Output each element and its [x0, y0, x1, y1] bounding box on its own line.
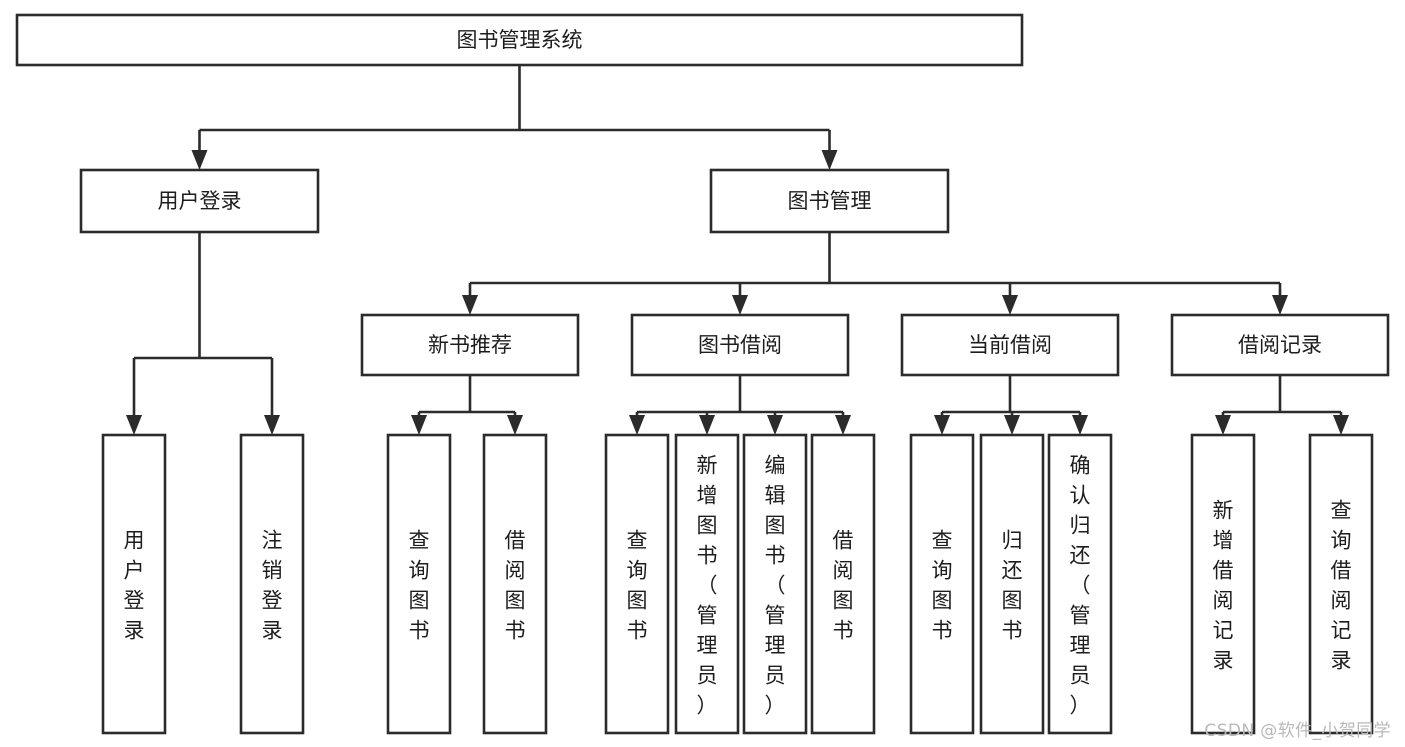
- node-leaf-user-login[interactable]: 用户登录: [101, 433, 167, 735]
- arrow-head-icon: [1215, 415, 1231, 435]
- node-leaf-add-book-admin[interactable]: 新增图书（管理员）: [674, 433, 740, 735]
- node-leaf-borrow-book[interactable]: 借阅图书: [810, 433, 876, 735]
- arrow-head-icon: [1272, 295, 1288, 315]
- node-leaf-logout-login[interactable]: 注销登录: [239, 433, 305, 735]
- node-box-leaf-borrow-book: [810, 433, 876, 735]
- node-box-leaf-query-book-recommend: [386, 433, 452, 735]
- node-box-leaf-add-borrow-record: [1190, 433, 1256, 735]
- node-label-user-login: 用户登录: [158, 189, 242, 213]
- node-box-leaf-logout-login: [239, 433, 305, 735]
- arrow-head-icon: [835, 415, 851, 435]
- node-label-leaf-query-borrow-record: 查询借阅记录: [1331, 498, 1352, 672]
- arrow-head-icon: [462, 295, 478, 315]
- node-leaf-add-borrow-record[interactable]: 新增借阅记录: [1190, 433, 1256, 735]
- node-leaf-edit-book-admin[interactable]: 编辑图书（管理员）: [742, 433, 808, 735]
- arrow-head-icon: [1002, 295, 1018, 315]
- node-label-leaf-query-book-recommend: 查询图书: [409, 528, 430, 642]
- arrow-head-icon: [732, 295, 748, 315]
- node-label-leaf-logout-login: 注销登录: [262, 528, 283, 642]
- edges-from-book-borrow: [629, 375, 851, 435]
- node-book-borrow[interactable]: 图书借阅: [630, 313, 850, 377]
- node-user-login[interactable]: 用户登录: [79, 168, 320, 234]
- edges-from-user-login: [126, 232, 280, 435]
- arrow-head-icon: [507, 415, 523, 435]
- arrow-head-icon: [699, 415, 715, 435]
- node-label-leaf-query-book-current: 查询图书: [932, 528, 953, 642]
- edges-from-current-borrow: [934, 375, 1088, 435]
- node-box-leaf-edit-book-admin: [742, 433, 808, 735]
- node-new-book-recommend[interactable]: 新书推荐: [360, 313, 580, 377]
- node-box-leaf-add-book-admin: [674, 433, 740, 735]
- node-box-leaf-query-book-borrow: [604, 433, 670, 735]
- node-box-new-book-recommend: [360, 313, 580, 377]
- edges-from-book-management: [462, 232, 1288, 315]
- node-leaf-query-book-recommend[interactable]: 查询图书: [386, 433, 452, 735]
- node-label-leaf-add-book-admin: 新增图书（管理员）: [697, 453, 718, 717]
- node-label-leaf-confirm-return-admin: 确认归还（管理员）: [1070, 453, 1091, 717]
- node-box-leaf-borrow-book-recommend: [482, 433, 548, 735]
- node-box-user-login: [79, 168, 320, 234]
- node-label-leaf-borrow-book: 借阅图书: [833, 528, 854, 642]
- node-label-leaf-borrow-book-recommend: 借阅图书: [505, 528, 526, 642]
- node-layer: 图书管理系统用户登录图书管理新书推荐图书借阅当前借阅借阅记录用户登录注销登录查询…: [15, 13, 1390, 735]
- csdn-watermark: CSDN @软件_小贺同学: [1204, 721, 1391, 741]
- node-box-leaf-user-login: [101, 433, 167, 735]
- node-box-book-management: [709, 168, 950, 234]
- node-box-leaf-return-book: [979, 433, 1045, 735]
- node-leaf-confirm-return-admin[interactable]: 确认归还（管理员）: [1047, 433, 1113, 735]
- node-box-leaf-query-book-current: [909, 433, 975, 735]
- node-label-root: 图书管理系统: [457, 28, 583, 52]
- node-label-leaf-edit-book-admin: 编辑图书（管理员）: [765, 453, 786, 717]
- node-leaf-borrow-book-recommend[interactable]: 借阅图书: [482, 433, 548, 735]
- node-leaf-query-book-current[interactable]: 查询图书: [909, 433, 975, 735]
- node-leaf-query-book-borrow[interactable]: 查询图书: [604, 433, 670, 735]
- arrow-head-icon: [1072, 415, 1088, 435]
- node-label-leaf-add-borrow-record: 新增借阅记录: [1213, 498, 1234, 672]
- arrow-head-icon: [767, 415, 783, 435]
- node-box-borrow-record: [1170, 313, 1390, 377]
- arrow-head-icon: [191, 150, 208, 170]
- connector-layer: [126, 65, 1349, 435]
- arrow-head-icon: [821, 150, 838, 170]
- arrow-head-icon: [1333, 415, 1349, 435]
- node-root[interactable]: 图书管理系统: [15, 13, 1024, 67]
- node-label-leaf-user-login: 用户登录: [124, 528, 145, 642]
- node-leaf-query-borrow-record[interactable]: 查询借阅记录: [1308, 433, 1374, 735]
- node-borrow-record[interactable]: 借阅记录: [1170, 313, 1390, 377]
- node-book-management[interactable]: 图书管理: [709, 168, 950, 234]
- arrow-head-icon: [629, 415, 645, 435]
- arrow-head-icon: [264, 415, 280, 435]
- node-leaf-return-book[interactable]: 归还图书: [979, 433, 1045, 735]
- arrow-head-icon: [1004, 415, 1020, 435]
- node-label-current-borrow: 当前借阅: [968, 333, 1052, 357]
- node-current-borrow[interactable]: 当前借阅: [900, 313, 1120, 377]
- edges-from-borrow-record: [1215, 375, 1349, 435]
- node-box-leaf-query-borrow-record: [1308, 433, 1374, 735]
- node-box-leaf-confirm-return-admin: [1047, 433, 1113, 735]
- node-label-book-borrow: 图书借阅: [698, 333, 782, 357]
- node-box-root: [15, 13, 1024, 67]
- node-label-leaf-return-book: 归还图书: [1002, 528, 1023, 642]
- node-label-leaf-query-book-borrow: 查询图书: [627, 528, 648, 642]
- node-label-book-management: 图书管理: [788, 189, 872, 213]
- arrow-head-icon: [411, 415, 427, 435]
- arrow-head-icon: [126, 415, 142, 435]
- arrow-head-icon: [934, 415, 950, 435]
- node-label-borrow-record: 借阅记录: [1238, 333, 1322, 357]
- node-label-new-book-recommend: 新书推荐: [428, 333, 512, 357]
- edges-from-new-book-recommend: [411, 375, 523, 435]
- edges-from-root: [191, 65, 838, 170]
- node-box-current-borrow: [900, 313, 1120, 377]
- node-box-book-borrow: [630, 313, 850, 377]
